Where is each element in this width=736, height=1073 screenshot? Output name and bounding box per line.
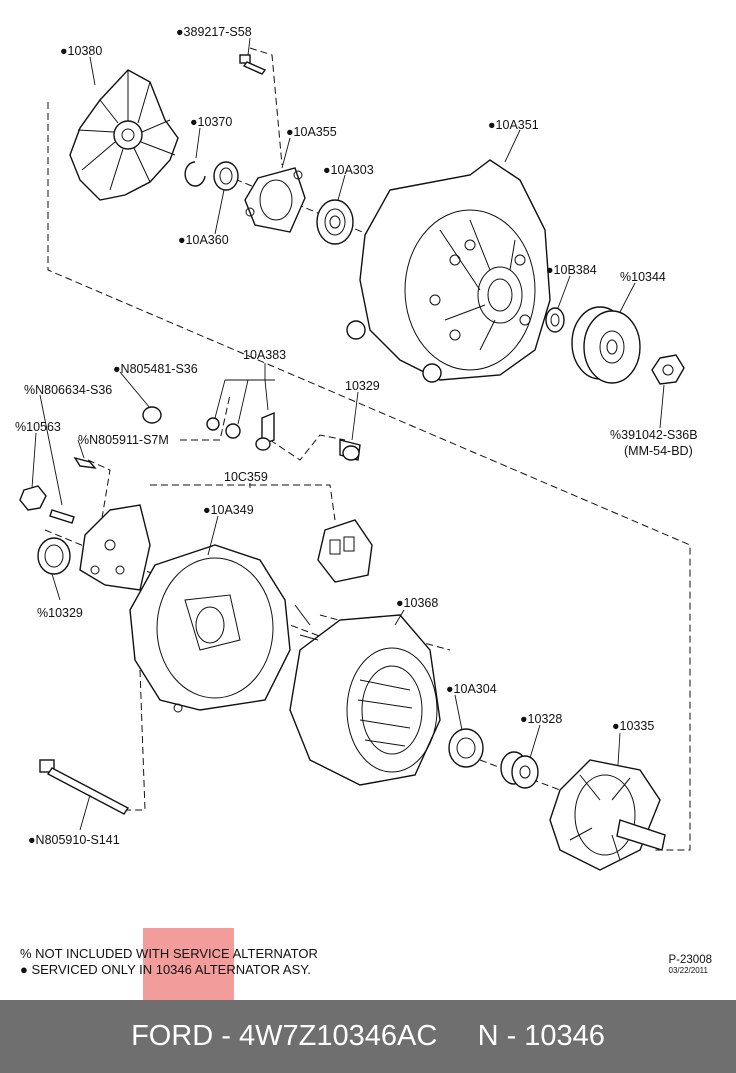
label-389217: ●389217-S58 bbox=[176, 25, 252, 39]
label-10335: ●10335 bbox=[612, 719, 654, 733]
highlight-overlay bbox=[143, 928, 234, 1000]
rotor-part bbox=[549, 759, 666, 871]
boot-part bbox=[37, 537, 71, 575]
label-10A349: ●10A349 bbox=[203, 503, 254, 517]
label-10C359: 10C359 bbox=[224, 470, 268, 484]
stator-part bbox=[289, 614, 441, 786]
alternator-exploded-diagram: ●389217-S58 ●10380 ●10370 ●10A355 ●10A35… bbox=[15, 25, 698, 871]
snap-ring-part bbox=[184, 161, 206, 187]
label-10563: %10563 bbox=[15, 420, 61, 434]
label-10A304: ●10A304 bbox=[446, 682, 497, 696]
terminal-nut-part bbox=[19, 485, 75, 524]
label-391042: %391042-S36B bbox=[610, 428, 698, 442]
footer-assembly-number: N - 10346 bbox=[477, 1020, 605, 1052]
front-bearing-part bbox=[316, 199, 354, 245]
label-N805911: %N805911-S7M bbox=[78, 433, 169, 447]
rear-housing-part bbox=[129, 544, 311, 713]
reference-date: 03/22/2011 bbox=[668, 966, 708, 975]
note-serviced-only: ● SERVICED ONLY IN 10346 ALTERNATOR ASY. bbox=[20, 962, 311, 977]
connector-part bbox=[317, 519, 373, 583]
rear-bearing-part bbox=[448, 728, 484, 768]
label-10370: ●10370 bbox=[190, 115, 232, 129]
pulley-nut-part bbox=[651, 354, 685, 385]
slip-ring-part bbox=[500, 751, 539, 789]
pulley-part bbox=[571, 306, 641, 384]
note-not-included: % NOT INCLUDED WITH SERVICE ALTERNATOR bbox=[20, 946, 318, 961]
leader-lines bbox=[31, 37, 665, 831]
label-10A383: 10A383 bbox=[243, 348, 286, 362]
pulley-spacer-part bbox=[545, 307, 565, 333]
footer-part-number: FORD - 4W7Z10346AC bbox=[131, 1020, 438, 1052]
retainer-plate-part bbox=[244, 167, 306, 233]
label-391042-note: (MM-54-BD) bbox=[624, 444, 693, 458]
footer-bar: FORD - 4W7Z10346AC N - 10346 bbox=[0, 1000, 736, 1073]
label-10328: ●10328 bbox=[520, 712, 562, 726]
reference-block: P-23008 03/22/2011 bbox=[669, 954, 712, 975]
label-10B384: ●10B384 bbox=[546, 263, 597, 277]
reference-code: P-23008 bbox=[668, 954, 712, 966]
through-bolt-part bbox=[39, 759, 130, 815]
label-N806634: %N806634-S36 bbox=[24, 383, 112, 397]
label-N805910: ●N805910-S141 bbox=[28, 833, 120, 847]
label-10380: ●10380 bbox=[60, 44, 102, 58]
legend-notes: % NOT INCLUDED WITH SERVICE ALTERNATOR ●… bbox=[20, 946, 318, 978]
label-10A303: ●10A303 bbox=[323, 163, 374, 177]
screw-part bbox=[239, 54, 267, 75]
regulator-plate-part bbox=[79, 504, 151, 591]
label-10329-lower: %10329 bbox=[37, 606, 83, 620]
label-10A360: ●10A360 bbox=[178, 233, 229, 247]
label-10329-upper: 10329 bbox=[345, 379, 380, 393]
terminal-hardware-part bbox=[73, 406, 361, 469]
fan-part bbox=[69, 69, 179, 201]
label-10A355: ●10A355 bbox=[286, 125, 337, 139]
label-10A351: ●10A351 bbox=[488, 118, 539, 132]
spacer-part bbox=[213, 161, 239, 191]
label-10344: %10344 bbox=[620, 270, 666, 284]
label-10368: ●10368 bbox=[396, 596, 438, 610]
front-housing-part bbox=[346, 159, 551, 383]
label-N805481: ●N805481-S36 bbox=[113, 362, 198, 376]
